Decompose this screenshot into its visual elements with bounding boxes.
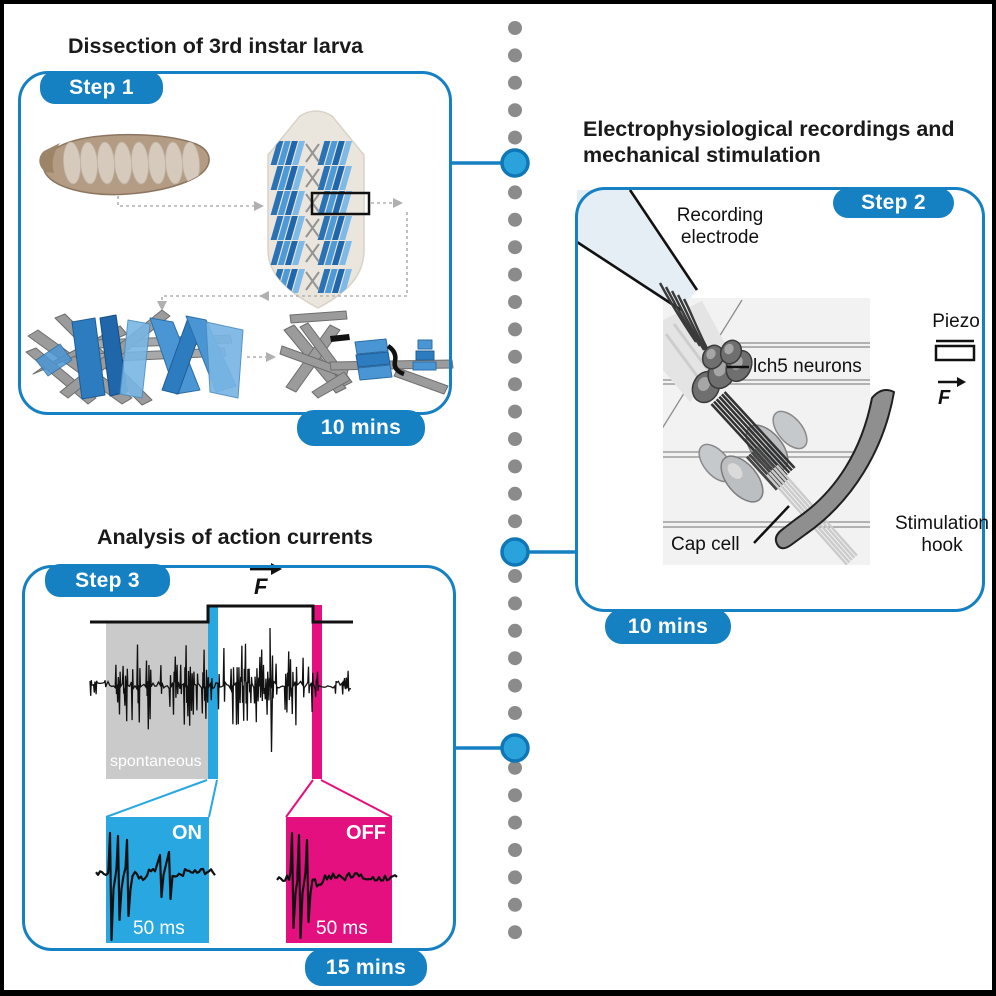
on-response-trace [95,831,216,942]
force-label-step2: F [938,387,951,409]
stimulation-hook-shape [774,389,895,550]
muscle-closeup-illustration [25,309,244,406]
step2-title-line1: Electrophysiological recordings and [583,117,955,141]
fillet-muscle-rows [270,141,353,293]
segment-highlight-rectangle [310,191,371,216]
step1-badge: Step 1 [40,71,163,104]
dashed-arrowheads [157,198,403,362]
piezo-label: Piezo [932,311,980,332]
larva-illustration [39,133,210,196]
step3-badge: Step 3 [45,564,170,597]
step2-title: Electrophysiological recordings and mech… [583,116,955,168]
neuron-squiggle [386,344,405,377]
larva-segments [62,141,201,185]
step2-title-line2: mechanical stimulation [583,143,821,167]
step2-duration-badge: 10 mins [605,609,731,644]
recording-electrode-label: Recording electrode [676,205,764,248]
on-timescale-label: 50 ms [133,918,185,939]
stimulus-on-bar [208,605,218,779]
dashed-arrows [117,196,408,358]
recording-electrode-illustration [576,189,714,359]
step2-artwork [576,189,976,565]
spontaneous-label: spontaneous [110,753,202,770]
force-label-step3: F [254,574,268,599]
lch5-neurons-label: lch5 neurons [753,356,862,377]
step3-artwork [89,563,398,943]
step3-duration-badge: 15 mins [305,949,427,986]
off-response-trace [276,831,398,940]
step3-title: Analysis of action currents [97,525,373,549]
scale-dash [330,334,350,342]
step3-panel [22,565,456,951]
piezo-symbol [934,339,976,362]
step1-title: Dissection of 3rd instar larva [68,34,364,58]
step2-badge: Step 2 [833,188,954,218]
extracellular-recording-trace [89,627,351,753]
step1-duration-badge: 10 mins [297,410,425,446]
step2-panel [575,187,985,612]
connector-rail [452,21,577,940]
off-label: OFF [346,822,386,844]
dissected-hemisegment-illustration [279,310,454,399]
stimulation-hook-label: Stimulation hook [895,513,989,556]
inset-funnel-lines [105,779,393,818]
force-arrow-step2 [938,377,966,387]
on-label: ON [172,822,202,844]
step1-panel [18,71,452,415]
cap-cell-pointer-line [753,505,790,544]
off-timescale-label: 50 ms [316,918,368,939]
stimulus-off-bar [312,605,322,779]
fillet-illustration [267,110,371,309]
force-step-trace [90,604,353,624]
step1-artwork [25,110,454,406]
cap-cell-label: Cap cell [671,534,740,555]
